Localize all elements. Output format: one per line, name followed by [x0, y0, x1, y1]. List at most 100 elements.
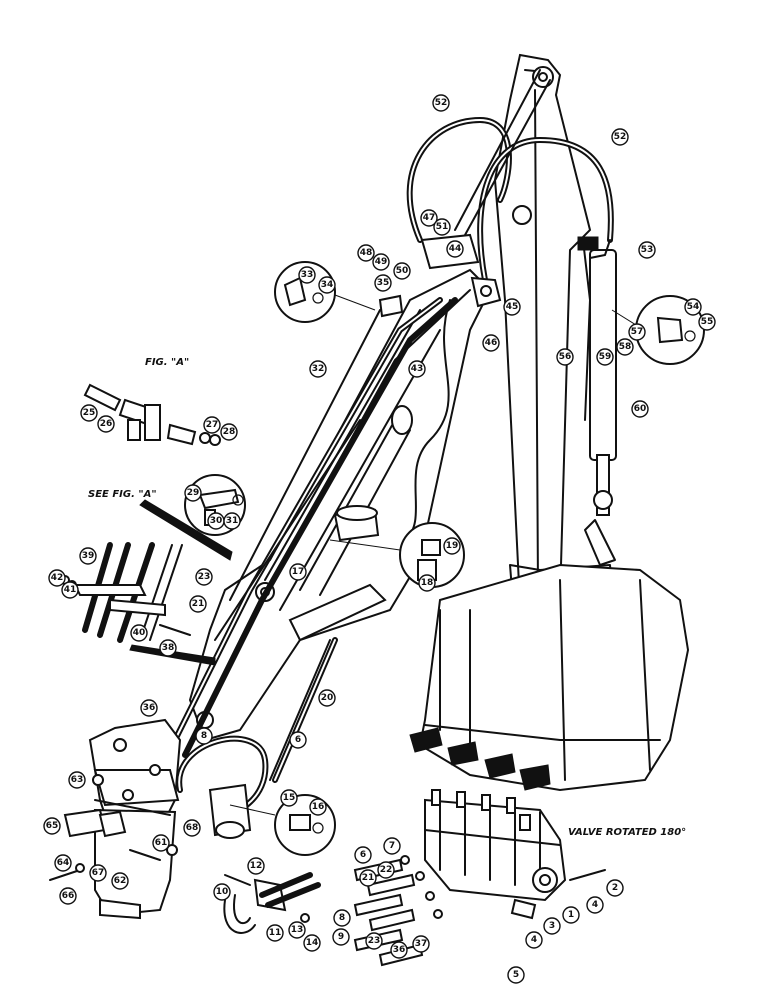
callout-27: 27	[203, 416, 221, 434]
bucket-cylinder	[577, 236, 617, 566]
callout-bubble	[556, 348, 574, 366]
valve-rotated-note: VALVE ROTATED 180°	[568, 827, 686, 838]
callout-bubble	[247, 857, 265, 875]
callout-number: 44	[449, 244, 462, 254]
callout-number: 41	[64, 585, 77, 595]
callout-number: 2	[612, 883, 618, 893]
callout-bubble	[586, 896, 604, 914]
callout-66: 66	[59, 887, 77, 905]
callout-number: 4	[531, 935, 537, 945]
callout-number: 60	[634, 404, 647, 414]
callout-bubble	[266, 924, 284, 942]
callout-18: 18	[418, 574, 436, 592]
callout-bubble	[48, 569, 66, 587]
callout-23: 23	[195, 568, 213, 586]
callout-bubble	[606, 879, 624, 897]
callout-number: 35	[377, 278, 390, 288]
callout-bubble	[289, 563, 307, 581]
callout-number: 68	[186, 823, 199, 833]
callout-32: 32	[309, 360, 327, 378]
callout-bubble	[631, 400, 649, 418]
callout-61: 61	[152, 834, 170, 852]
callout-bubble	[80, 404, 98, 422]
callout-bubble	[433, 218, 451, 236]
callout-number: 49	[375, 257, 388, 267]
callout-bubble	[130, 624, 148, 642]
callout-bubble	[616, 338, 634, 356]
callout-11: 11	[266, 924, 284, 942]
callout-number: 46	[485, 338, 498, 348]
callout-41: 41	[61, 581, 79, 599]
callout-number: 30	[210, 516, 223, 526]
callout-45: 45	[503, 298, 521, 316]
callout-number: 8	[339, 913, 345, 923]
callout-number: 50	[396, 266, 409, 276]
callout-bubble	[97, 415, 115, 433]
callout-bubble	[420, 209, 438, 227]
callout-bubble	[482, 334, 500, 352]
swing-frame	[88, 718, 182, 920]
boom-hoses	[167, 289, 471, 783]
callout-number: 52	[614, 132, 627, 142]
callout-22: 22	[377, 861, 395, 879]
valve-fittings	[353, 855, 443, 967]
callout-53: 53	[638, 241, 656, 259]
callout-bubble	[628, 323, 646, 341]
callout-number: 5	[513, 970, 519, 980]
callout-number: 31	[226, 516, 239, 526]
callout-number: 9	[338, 932, 344, 942]
callout-51: 51	[433, 218, 451, 236]
callout-bubble	[288, 921, 306, 939]
callout-number: 51	[436, 222, 449, 232]
callout-19: 19	[443, 537, 461, 555]
callout-bubble	[43, 817, 61, 835]
callout-bubble	[684, 298, 702, 316]
callout-2: 2	[606, 879, 624, 897]
callout-number: 64	[57, 858, 70, 868]
callout-15: 15	[280, 789, 298, 807]
callout-number: 27	[206, 420, 219, 430]
fig-a-fittings	[83, 383, 221, 446]
callout-bubble	[443, 537, 461, 555]
callout-bubble	[446, 240, 464, 258]
callout-number: 29	[187, 488, 200, 498]
callout-number: 16	[312, 802, 325, 812]
callout-bubble	[393, 262, 411, 280]
callout-52: 52	[611, 128, 629, 146]
callout-number: 7	[389, 841, 395, 851]
callout-bubble	[638, 241, 656, 259]
callout-bubble	[372, 253, 390, 271]
callout-13: 13	[288, 921, 306, 939]
callout-bubble	[68, 771, 86, 789]
callout-number: 43	[411, 364, 424, 374]
callout-bubble	[89, 864, 107, 882]
callout-38: 38	[159, 639, 177, 657]
callout-number: 36	[393, 945, 406, 955]
callout-number: 53	[641, 245, 654, 255]
callout-20: 20	[318, 689, 336, 707]
callout-58: 58	[616, 338, 634, 356]
callout-63: 63	[68, 771, 86, 789]
callout-bubble	[354, 846, 372, 864]
control-valve	[424, 789, 606, 920]
callout-30: 30	[207, 512, 225, 530]
callout-number: 21	[192, 599, 205, 609]
callout-bubble	[195, 568, 213, 586]
callout-28: 28	[220, 423, 238, 441]
callout-number: 15	[283, 793, 296, 803]
callout-26: 26	[97, 415, 115, 433]
callout-bubble	[390, 941, 408, 959]
callout-number: 67	[92, 868, 105, 878]
callout-number: 28	[223, 427, 236, 437]
callout-number: 13	[291, 925, 304, 935]
callout-number: 14	[306, 938, 319, 948]
callout-43: 43	[408, 360, 426, 378]
callout-number: 17	[292, 567, 305, 577]
callout-number: 32	[312, 364, 325, 374]
callout-67: 67	[89, 864, 107, 882]
callout-bubble	[698, 313, 716, 331]
callout-number: 12	[250, 861, 263, 871]
callout-5: 5	[507, 966, 525, 984]
callout-number: 26	[100, 419, 113, 429]
callout-number: 39	[82, 551, 95, 561]
